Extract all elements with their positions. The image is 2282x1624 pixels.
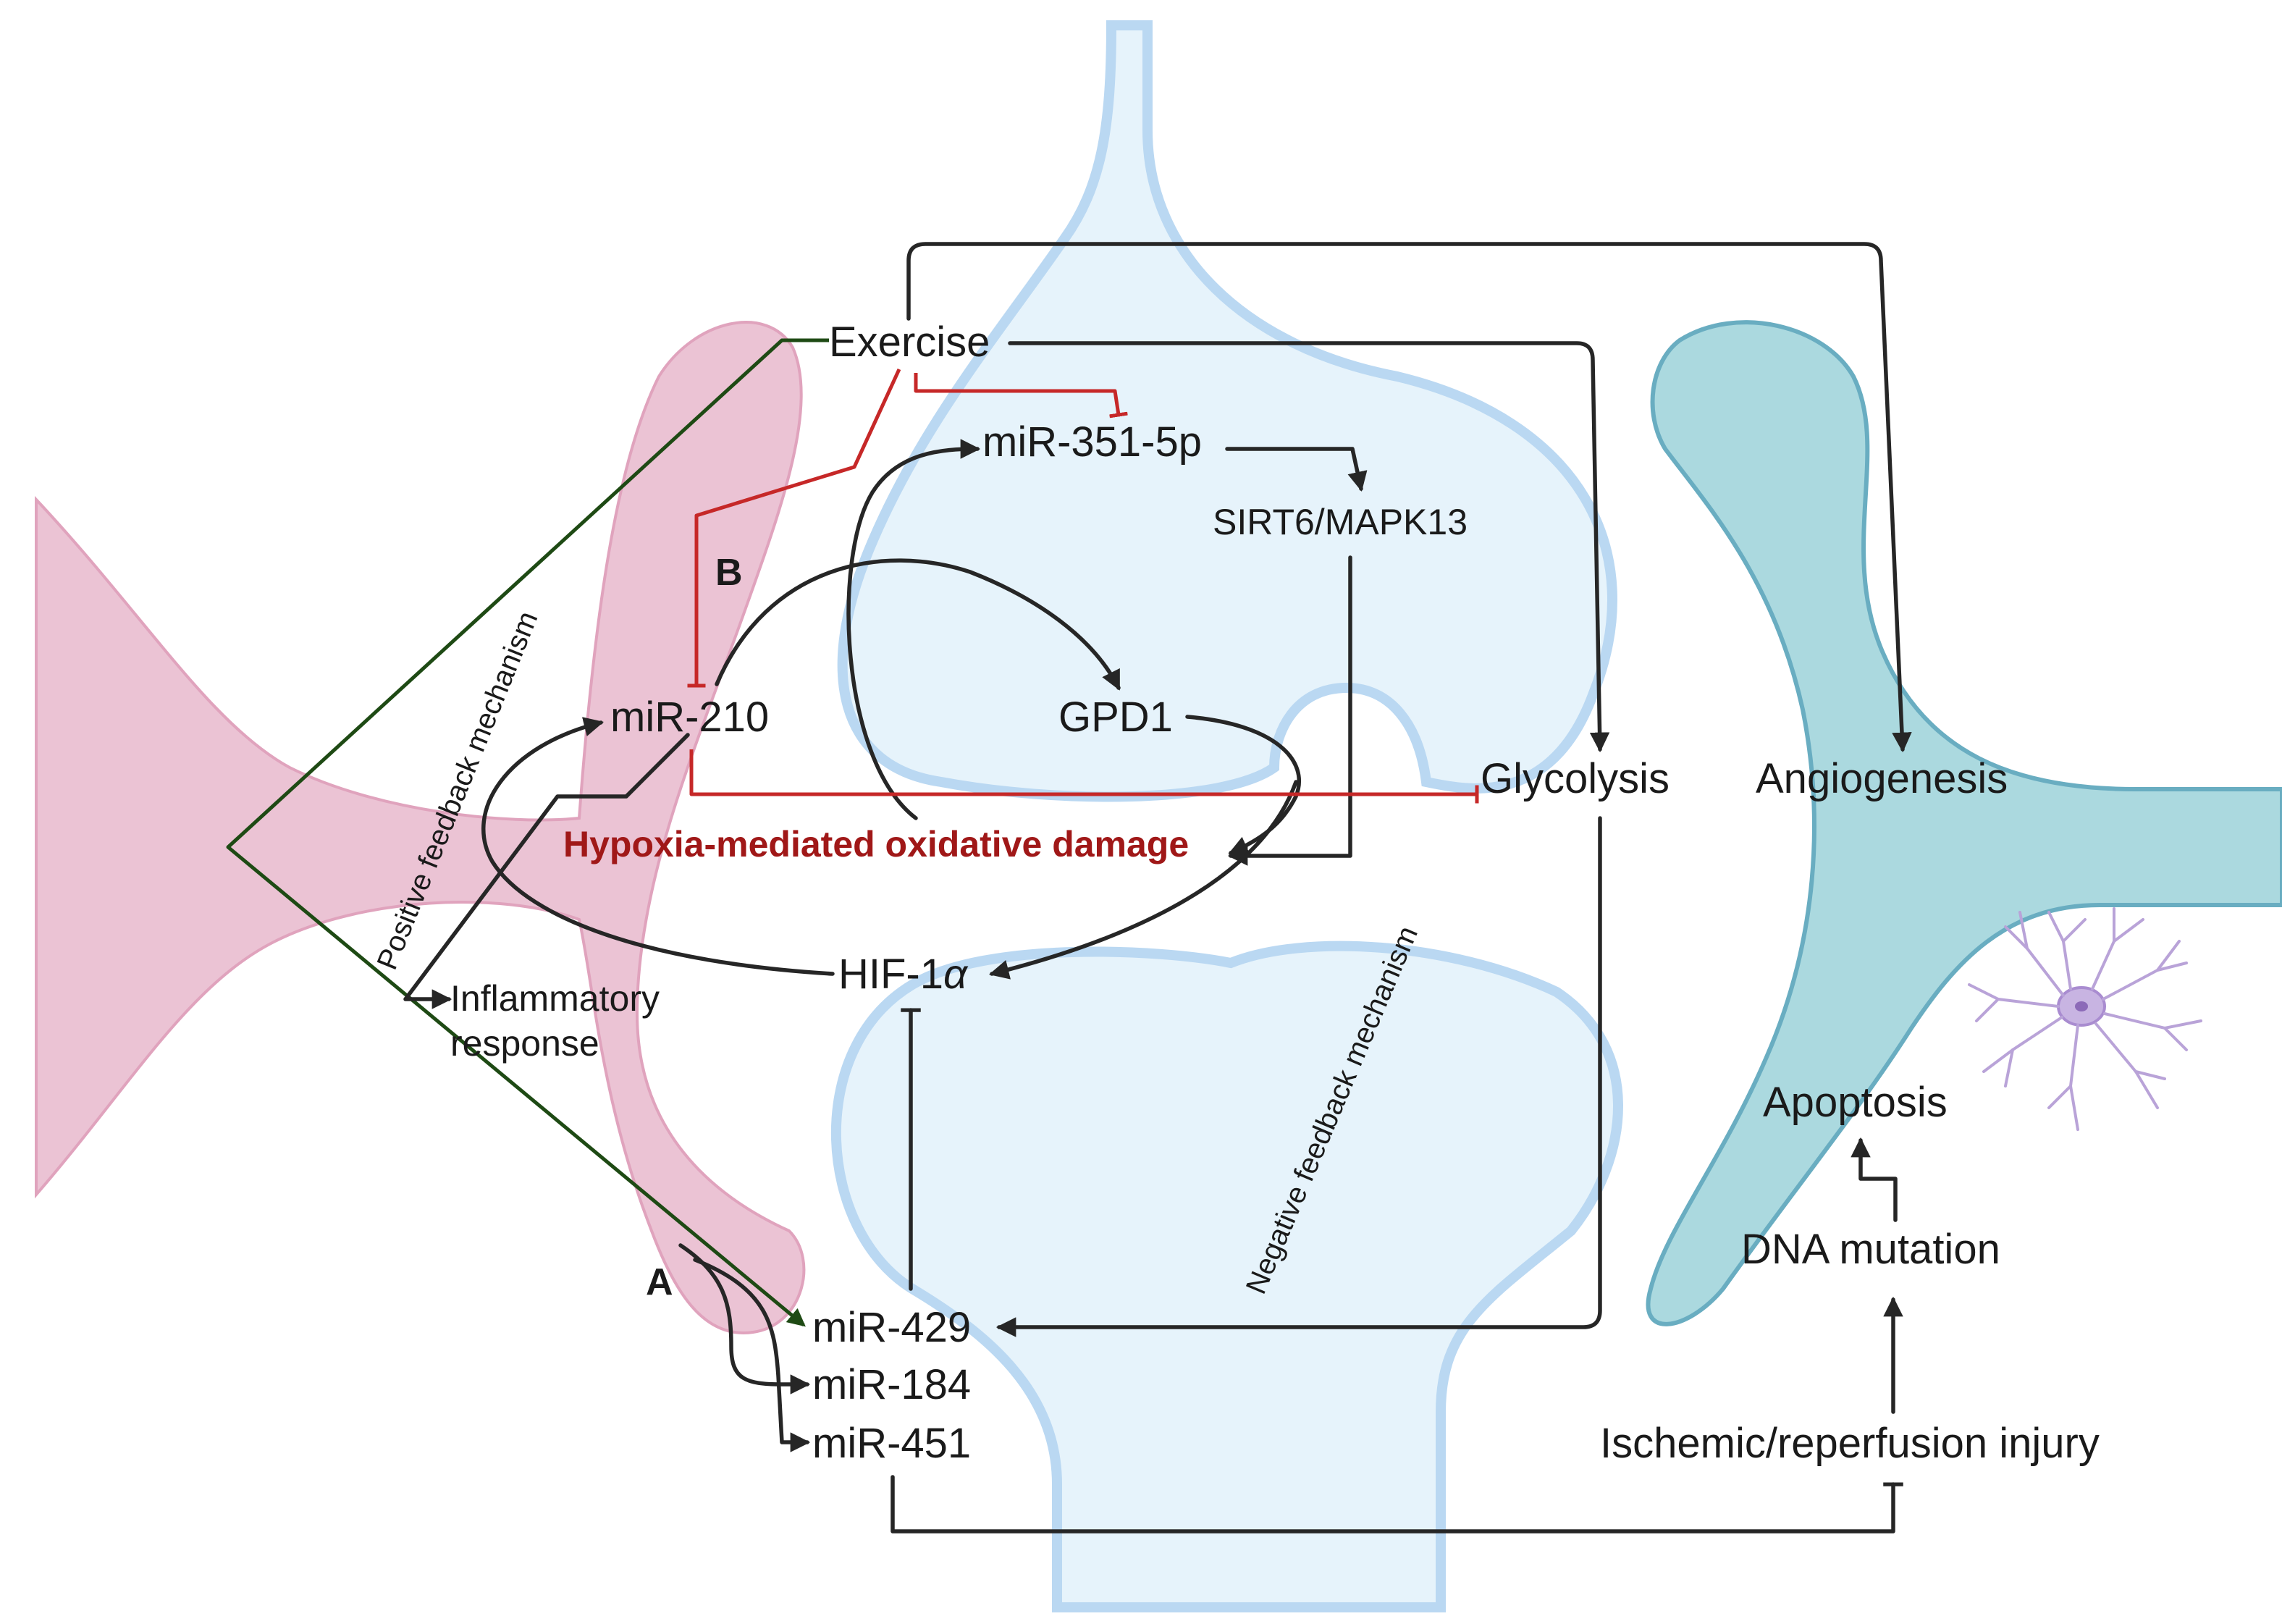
exercise-pathway-green <box>226 338 829 1327</box>
node-sirt6-mapk13: SIRT6/MAPK13 <box>1213 502 1468 542</box>
node-mir210: miR-210 <box>610 694 769 741</box>
node-mir351: miR-351-5p <box>982 418 1202 466</box>
hif1a-prefix: HIF-1 <box>838 951 943 998</box>
arrow-hypoxia-mir351 <box>846 439 981 820</box>
arrow-mir210-inflammatory <box>403 733 690 1009</box>
arrow-gpd1-hypoxia <box>1185 715 1301 855</box>
label-positive-feedback: Positive feedback mechanism <box>371 607 544 974</box>
node-ischemic-reperfusion-injury: Ischemic/reperfusion injury <box>1600 1420 2100 1467</box>
arrow-mir351-sirt6 <box>1225 447 1368 492</box>
arrow-exercise-angiogenesis <box>906 242 1912 753</box>
inhibit-mir210-glycolysis <box>689 749 1479 804</box>
node-glycolysis: Glycolysis <box>1481 755 1670 802</box>
inflammatory-line1: Inflammatory <box>450 978 660 1019</box>
node-inflammatory-response: Inflammatory response <box>450 978 670 1064</box>
arrow-a-mir184 <box>678 1243 811 1394</box>
panel-label-a: A <box>646 1261 673 1303</box>
inflammatory-line2: response <box>450 1023 599 1064</box>
node-mir184: miR-184 <box>812 1361 971 1408</box>
node-apoptosis: Apoptosis <box>1763 1079 1948 1126</box>
arrow-hypoxia-hif1a <box>988 780 1298 980</box>
inhibit-exercise-mir351 <box>914 373 1128 418</box>
node-exercise: Exercise <box>829 319 990 366</box>
arrow-mir210-gpd1 <box>715 558 1121 691</box>
blue-cell-lower <box>830 941 1623 1612</box>
hif1a-alpha: α <box>943 951 969 998</box>
node-mir451: miR-451 <box>812 1420 971 1467</box>
arrow-a-mir451 <box>693 1258 811 1452</box>
panel-label-b: B <box>715 552 743 594</box>
arrow-exercise-glycolysis <box>1008 341 1610 753</box>
arrow-glycolysis-mir429 <box>995 816 1602 1337</box>
neuron-cell-icon <box>1968 907 2202 1131</box>
teal-cell-background <box>1646 320 2282 1326</box>
node-angiogenesis: Angiogenesis <box>1756 755 2008 802</box>
blue-cell-upper <box>837 20 1617 802</box>
pink-cell-background <box>35 321 806 1334</box>
node-gpd1: GPD1 <box>1058 694 1173 741</box>
arrow-dna-apoptosis <box>1851 1137 1898 1222</box>
node-hif1a: HIF-1α <box>838 951 969 998</box>
inhibit-exercise-mir210 <box>687 368 901 688</box>
arrow-sirt6-hypoxia <box>1227 555 1352 866</box>
node-hypoxia-oxidative-damage: Hypoxia-mediated oxidative damage <box>563 824 1189 864</box>
node-dna-mutation: DNA mutation <box>1741 1226 2000 1273</box>
node-mir429: miR-429 <box>812 1304 971 1351</box>
inhibit-mir451-ischemic <box>891 1475 1903 1533</box>
